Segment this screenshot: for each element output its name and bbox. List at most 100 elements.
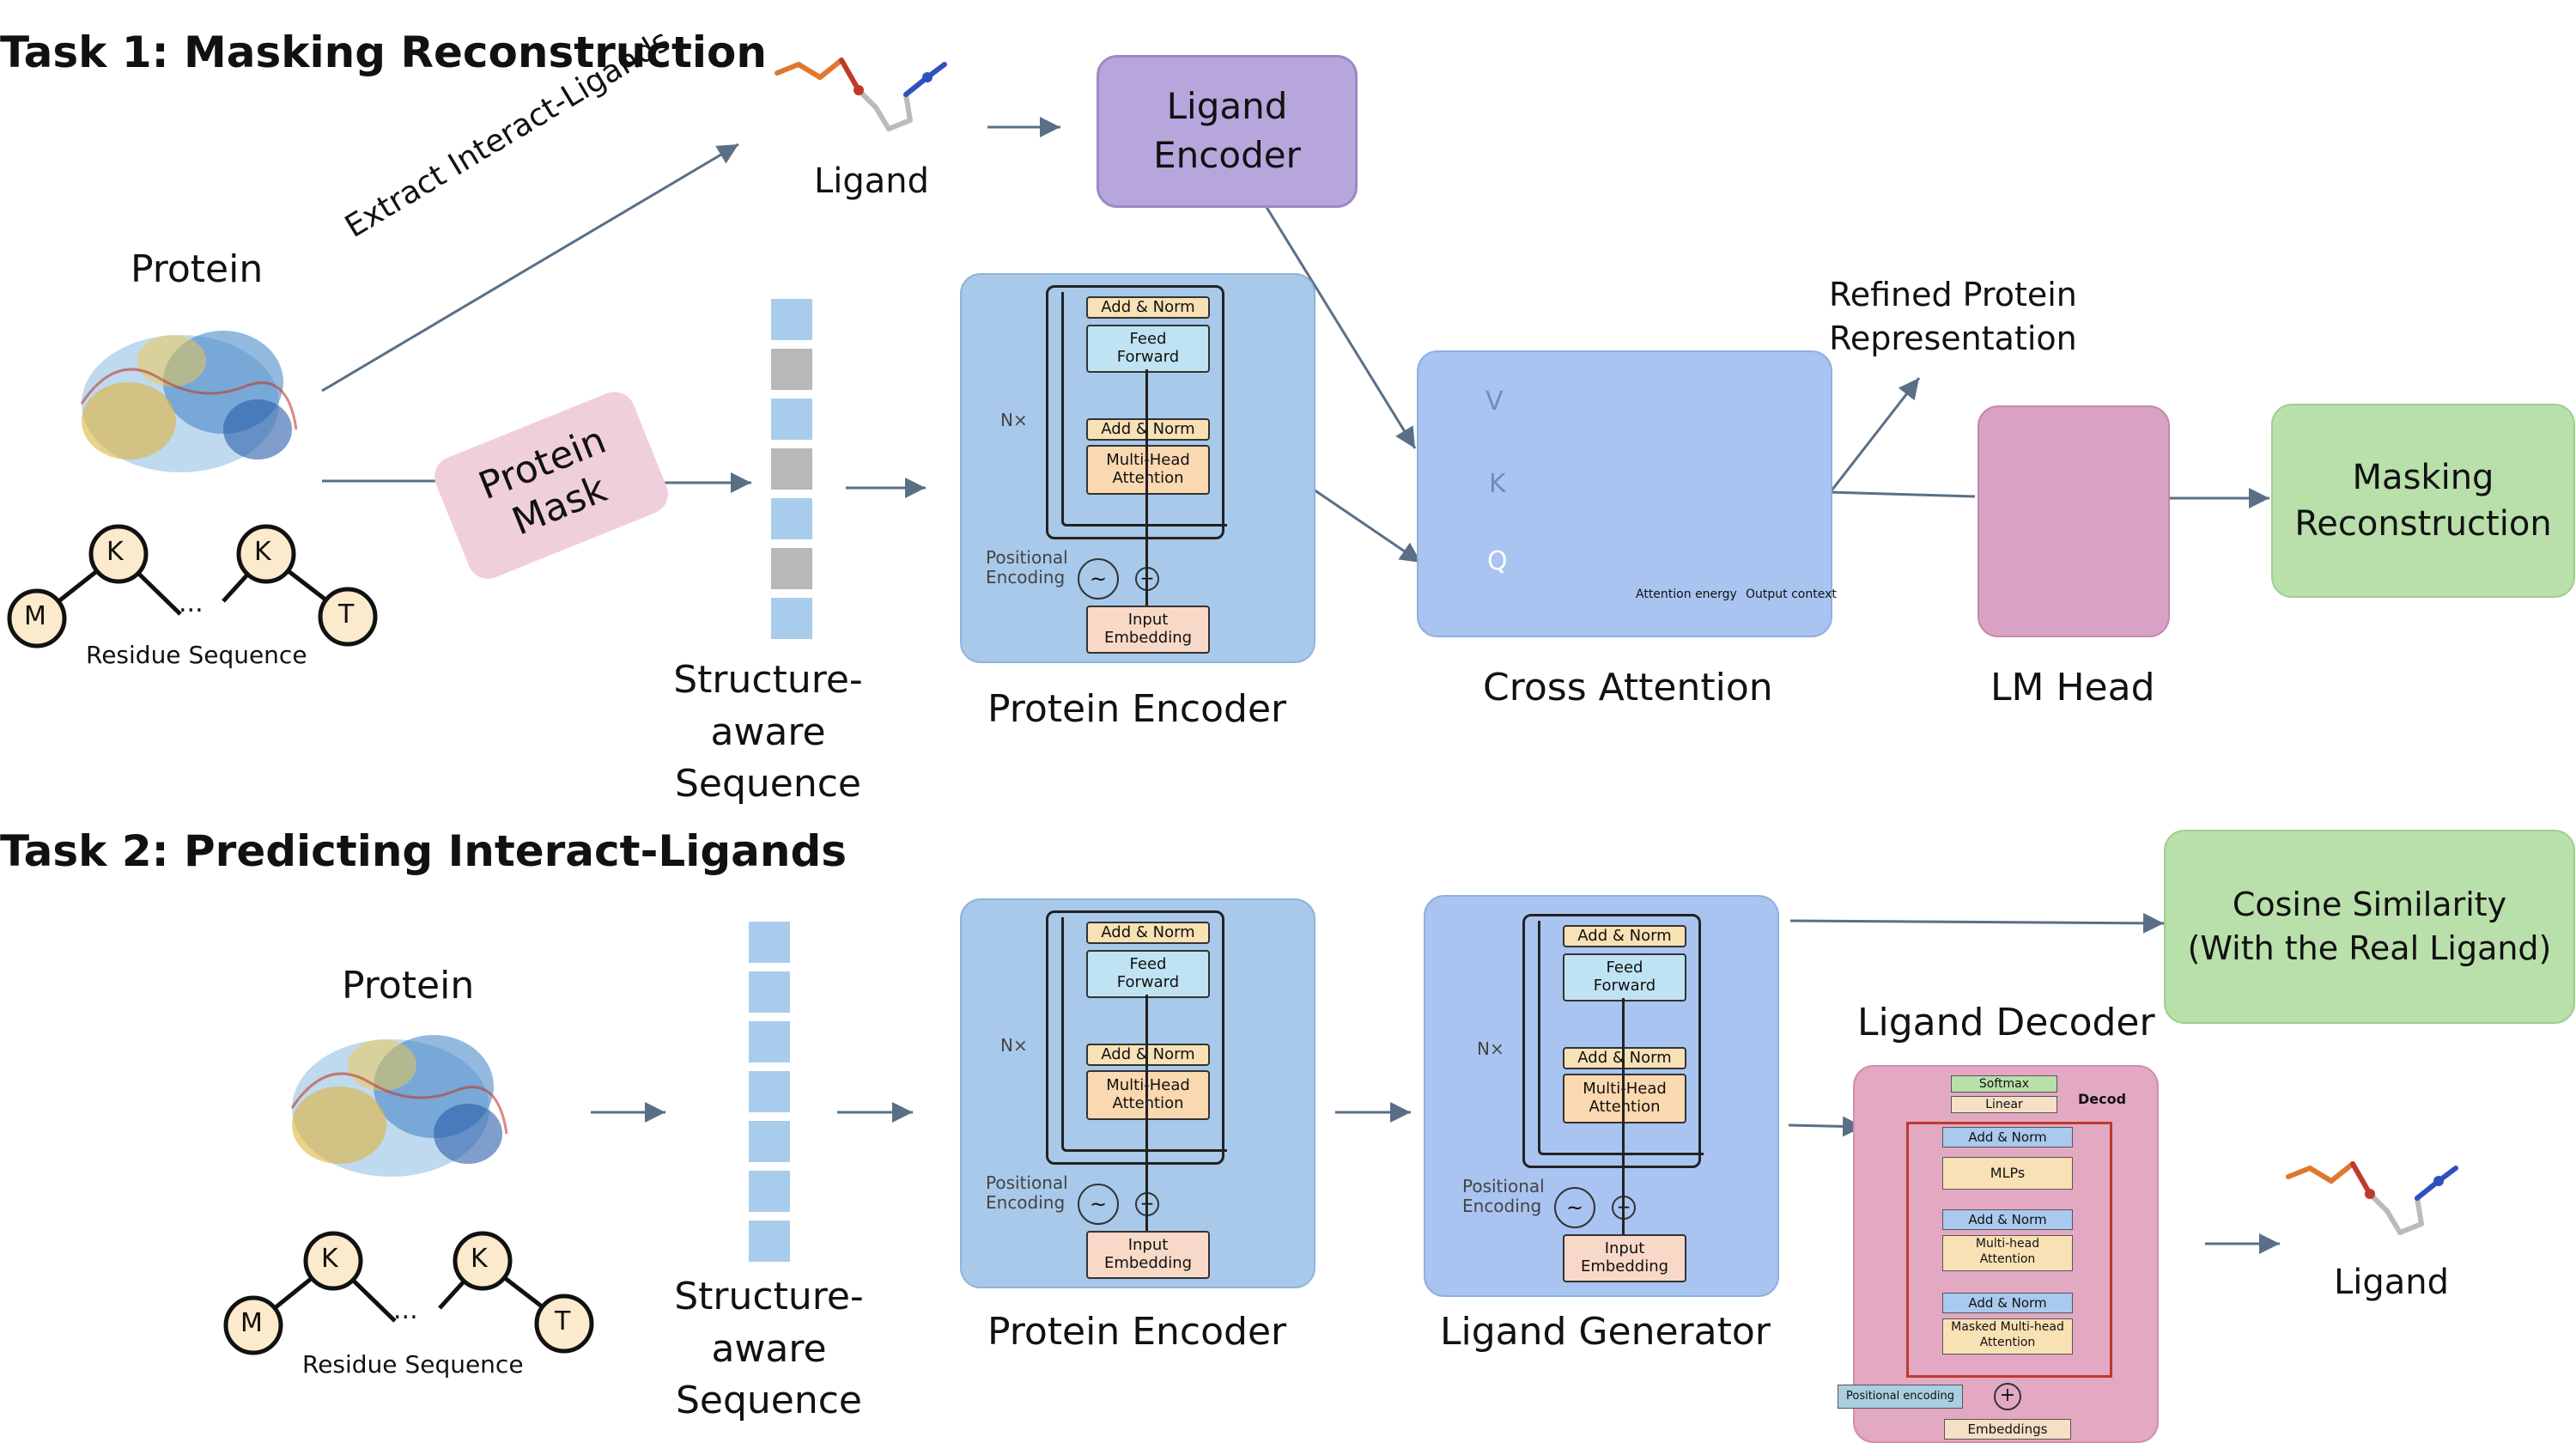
feed-forward-2: Feed Forward xyxy=(1086,950,1210,998)
add-norm-mid-3: Add & Norm xyxy=(1563,1047,1686,1069)
lm-head-label: LM Head xyxy=(1990,666,2155,709)
nx-label-2: N× xyxy=(1000,1035,1028,1056)
positional-encoding-label-2: Positional Encoding xyxy=(986,1172,1068,1213)
softmax-box: Softmax xyxy=(1951,1075,2057,1093)
residue-2-3: ... xyxy=(393,1295,418,1325)
positional-encoding-label-3: Positional Encoding xyxy=(1462,1176,1545,1216)
output-context-label: Output context xyxy=(1746,588,1837,601)
cross-attention-label: Cross Attention xyxy=(1483,666,1773,709)
encoder-vline-2 xyxy=(1145,995,1148,1231)
residue-sequence-label-2: Residue Sequence xyxy=(302,1350,524,1379)
residue-1-4: K xyxy=(254,537,271,567)
nx-label-3: N× xyxy=(1477,1038,1504,1059)
encoder-vline-3 xyxy=(1622,998,1625,1234)
ligand-encoder-label: Ligand Encoder xyxy=(1153,85,1301,176)
encoder-inner-frame-2 xyxy=(1061,917,1227,1152)
task2-title: Task 2: Predicting Interact-Ligands xyxy=(0,826,848,876)
add-norm-mid-2: Add & Norm xyxy=(1086,1044,1210,1066)
decod-label: Decod xyxy=(2078,1091,2127,1107)
multi-head-attention-1: Multi-Head Attention xyxy=(1086,445,1210,495)
feed-forward-3: Feed Forward xyxy=(1563,953,1686,1002)
multi-head-attention-2: Multi-Head Attention xyxy=(1086,1070,1210,1120)
input-embedding-1: Input Embedding xyxy=(1086,606,1210,654)
dec-positional-encoding: Positional encoding xyxy=(1838,1385,1963,1409)
ligand-label-1: Ligand xyxy=(814,161,930,201)
residue-1-1: M xyxy=(24,601,46,631)
encoder-frame-3 xyxy=(1522,914,1701,1168)
residue-1-5: T xyxy=(338,600,355,630)
residue-tree-1 xyxy=(7,524,378,648)
residue-2-2: K xyxy=(321,1244,338,1274)
masked-mha-box: Masked Multi-head Attention xyxy=(1942,1318,2073,1355)
add-norm-mid-1: Add & Norm xyxy=(1086,418,1210,441)
protein-encoder-label-2: Protein Encoder xyxy=(987,1310,1287,1354)
arrow-extract xyxy=(321,143,739,393)
linear-box: Linear xyxy=(1951,1096,2057,1113)
protein-mask-label: Protein Mask xyxy=(472,418,613,545)
ligand-encoder-box: Ligand Encoder xyxy=(1097,55,1358,208)
residue-tree-2 xyxy=(223,1231,594,1355)
attention-energy-label: Attention energy xyxy=(1636,588,1737,601)
protein-structure-image-2 xyxy=(290,1035,508,1177)
ligand-generator-label: Ligand Generator xyxy=(1440,1310,1771,1354)
cosine-similarity-box: Cosine Similarity (With the Real Ligand) xyxy=(2164,830,2575,1024)
positional-encoding-label-1: Positional Encoding xyxy=(986,547,1068,588)
dec-mha-box: Multi-head Attention xyxy=(1942,1235,2073,1271)
q-label: Q xyxy=(1487,546,1508,576)
protein-label-2: Protein xyxy=(342,964,475,1008)
refined-label: Refined Protein Representation xyxy=(1829,276,2077,358)
residue-2-4: K xyxy=(471,1244,488,1274)
structure-aware-label-2: Structure-aware Sequence xyxy=(674,1275,864,1423)
arrow-generator-to-decoder xyxy=(1788,1116,1864,1137)
ligand-molecule-2 xyxy=(2286,1161,2458,1235)
ligand-molecule-1 xyxy=(775,58,947,131)
residue-sequence-label-1: Residue Sequence xyxy=(86,641,307,669)
protein-label-1: Protein xyxy=(131,247,264,291)
cross-attention-box xyxy=(1417,350,1832,637)
dec-add-norm-3: Add & Norm xyxy=(1942,1293,2073,1313)
residue-1-2: K xyxy=(106,537,124,567)
feed-forward-1: Feed Forward xyxy=(1086,325,1210,373)
residue-1-3: ... xyxy=(179,588,204,618)
ligand-label-2: Ligand xyxy=(2334,1263,2450,1302)
decoder-stack-frame xyxy=(1906,1122,2112,1378)
arrow-cross-to-lm xyxy=(1828,490,1976,498)
multi-head-attention-3: Multi-Head Attention xyxy=(1563,1074,1686,1123)
encoder-inner-frame-1 xyxy=(1061,292,1227,527)
arrow-generator-to-cosine xyxy=(1789,912,2165,934)
structure-aware-label-1: Structure-aware Sequence xyxy=(673,658,863,807)
masking-reconstruction-label: Masking Reconstruction xyxy=(2294,458,2552,544)
encoder-vline-1 xyxy=(1145,369,1148,606)
cosine-similarity-label: Cosine Similarity (With the Real Ligand) xyxy=(2187,885,2552,967)
arrow-ligenc-to-cross xyxy=(1263,204,1417,449)
positional-wave-icon-1: ~ xyxy=(1078,558,1119,600)
dec-add-circle: + xyxy=(1994,1383,2021,1410)
positional-wave-icon-2: ~ xyxy=(1078,1184,1119,1225)
masking-reconstruction-box: Masking Reconstruction xyxy=(2271,404,2575,598)
encoder-frame-1 xyxy=(1046,285,1224,539)
input-embedding-3: Input Embedding xyxy=(1563,1234,1686,1282)
nx-label-1: N× xyxy=(1000,410,1028,430)
positional-wave-icon-3: ~ xyxy=(1554,1187,1595,1228)
structure-sequence-2 xyxy=(749,922,790,1262)
add-norm-top-3: Add & Norm xyxy=(1563,925,1686,947)
dec-add-norm-1: Add & Norm xyxy=(1942,1127,2073,1148)
input-embedding-2: Input Embedding xyxy=(1086,1231,1210,1279)
arrow-refined xyxy=(1827,377,1921,495)
residue-2-1: M xyxy=(240,1308,263,1338)
task1-title: Task 1: Masking Reconstruction xyxy=(0,27,767,77)
encoder-inner-frame-3 xyxy=(1538,921,1704,1155)
v-label: V xyxy=(1485,387,1504,417)
mlps-box: MLPs xyxy=(1942,1157,2073,1190)
residue-2-5: T xyxy=(555,1306,571,1336)
add-norm-top-1: Add & Norm xyxy=(1086,296,1210,319)
encoder-frame-2 xyxy=(1046,910,1224,1165)
dec-add-norm-2: Add & Norm xyxy=(1942,1209,2073,1230)
add-norm-top-2: Add & Norm xyxy=(1086,922,1210,944)
ligand-decoder-label: Ligand Decoder xyxy=(1857,1001,2155,1044)
dec-embeddings: Embeddings xyxy=(1944,1419,2071,1440)
k-label: K xyxy=(1489,469,1506,499)
arrow-encoder-to-cross xyxy=(1310,486,1422,564)
protein-encoder-label-1: Protein Encoder xyxy=(987,687,1287,731)
structure-sequence-1 xyxy=(771,299,812,639)
